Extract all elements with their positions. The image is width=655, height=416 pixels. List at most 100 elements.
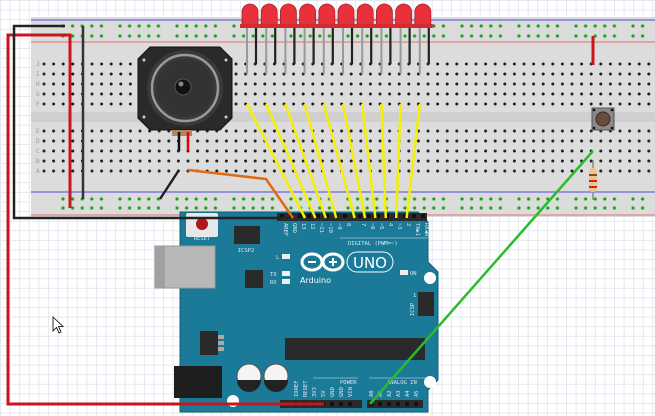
wire-led-signal[interactable] bbox=[394, 103, 402, 219]
led[interactable] bbox=[259, 3, 280, 74]
wire-led-signal[interactable] bbox=[303, 103, 338, 219]
breadboard-hole bbox=[71, 139, 75, 143]
digital-pin-socket[interactable] bbox=[280, 214, 284, 218]
rail-hole bbox=[365, 33, 370, 39]
speaker[interactable] bbox=[137, 46, 233, 151]
breadboard-hole bbox=[397, 82, 401, 86]
reset-button-cap[interactable] bbox=[196, 218, 208, 230]
rail-hole bbox=[60, 196, 66, 202]
digital-pin-socket[interactable] bbox=[376, 214, 380, 218]
digital-pin-socket[interactable] bbox=[307, 214, 311, 218]
breadboard-hole bbox=[100, 102, 104, 106]
breadboard-hole bbox=[599, 139, 603, 143]
digital-pin-socket[interactable] bbox=[316, 214, 320, 218]
speaker-surround bbox=[150, 53, 220, 123]
breadboard-hole bbox=[119, 169, 123, 173]
led[interactable] bbox=[240, 3, 260, 74]
wire-led-signal[interactable] bbox=[265, 103, 317, 219]
push-button[interactable] bbox=[591, 107, 615, 131]
digital-pin-socket[interactable] bbox=[385, 214, 389, 218]
wire-button-to-a0[interactable] bbox=[369, 150, 594, 405]
breadboard-hole bbox=[445, 139, 449, 143]
digital-pin-label: ~9 bbox=[336, 223, 342, 230]
power-pin-socket[interactable] bbox=[339, 402, 343, 406]
breadboard-hole bbox=[61, 139, 65, 143]
breadboard-hole bbox=[541, 139, 545, 143]
analog-pin-socket[interactable] bbox=[414, 402, 418, 406]
led[interactable] bbox=[355, 3, 376, 74]
led[interactable] bbox=[393, 3, 414, 74]
digital-pin-label: AREF bbox=[282, 223, 288, 236]
breadboard-hole bbox=[205, 159, 209, 163]
breadboard-hole bbox=[512, 159, 516, 163]
breadboard-hole bbox=[359, 149, 363, 153]
analog-pin-socket[interactable] bbox=[378, 402, 382, 406]
digital-pin-socket[interactable] bbox=[421, 214, 425, 218]
rail-hole bbox=[545, 23, 550, 29]
wire-gnd-to-rail[interactable] bbox=[12, 24, 288, 220]
breadboard-hole bbox=[464, 139, 468, 143]
led[interactable] bbox=[374, 3, 395, 74]
analog-pin-label: A1 bbox=[378, 390, 384, 397]
breadboard-hole bbox=[464, 169, 468, 173]
digital-pin-socket[interactable] bbox=[343, 214, 347, 218]
led[interactable] bbox=[278, 3, 299, 74]
button-cap[interactable] bbox=[595, 111, 611, 127]
breadboard-hole bbox=[282, 149, 286, 153]
analog-pin-socket[interactable] bbox=[405, 402, 409, 406]
rail-hole bbox=[117, 33, 123, 39]
rail-hole bbox=[526, 196, 531, 202]
led[interactable] bbox=[412, 3, 433, 74]
power-pin-socket[interactable] bbox=[348, 402, 352, 406]
rail-hole bbox=[630, 33, 636, 39]
rail-hole bbox=[545, 205, 550, 211]
wire-led-signal[interactable] bbox=[380, 103, 388, 219]
breadboard-hole bbox=[52, 62, 56, 66]
wire-led-signal[interactable] bbox=[284, 103, 327, 219]
breadboard-hole bbox=[109, 149, 113, 153]
wire-5v-to-rail[interactable] bbox=[6, 33, 324, 406]
speaker-screw bbox=[224, 115, 228, 119]
breadboard-hole bbox=[368, 149, 372, 153]
digital-pin-socket[interactable] bbox=[298, 214, 302, 218]
rail-hole bbox=[555, 205, 560, 211]
breadboard-hole bbox=[196, 159, 200, 163]
rail-hole bbox=[516, 205, 522, 211]
digital-pin-socket[interactable] bbox=[358, 214, 362, 218]
rail-hole bbox=[146, 23, 151, 29]
wire-led-signal[interactable] bbox=[322, 103, 356, 219]
breadboard-hole bbox=[503, 102, 507, 106]
breadboard-hole bbox=[378, 92, 382, 96]
rail-hole bbox=[288, 33, 294, 39]
digital-pin-socket[interactable] bbox=[412, 214, 416, 218]
digital-pin-label: GND bbox=[291, 223, 297, 233]
breadboard-hole bbox=[397, 92, 401, 96]
analog-pin-socket[interactable] bbox=[387, 402, 391, 406]
breadboard-hole bbox=[215, 159, 219, 163]
power-pin-socket[interactable] bbox=[330, 402, 334, 406]
led[interactable] bbox=[316, 3, 337, 74]
analog-pin-label: A3 bbox=[396, 390, 402, 397]
digital-pin-socket[interactable] bbox=[403, 214, 407, 218]
breadboard-hole bbox=[272, 139, 276, 143]
rail-hole bbox=[365, 196, 370, 202]
led[interactable] bbox=[297, 3, 318, 74]
digital-pin-socket[interactable] bbox=[325, 214, 329, 218]
wire-led-signal[interactable] bbox=[405, 103, 422, 219]
breadboard-hole bbox=[311, 82, 315, 86]
wire-led-signal[interactable] bbox=[341, 103, 367, 219]
breadboard-hole bbox=[493, 159, 497, 163]
breadboard-hole bbox=[560, 102, 564, 106]
led[interactable] bbox=[336, 3, 356, 74]
breadboard-hole bbox=[196, 149, 200, 153]
wire-led-signal[interactable] bbox=[360, 103, 377, 219]
analog-pin-socket[interactable] bbox=[396, 402, 400, 406]
wire-speaker-to-pin13[interactable] bbox=[187, 168, 295, 219]
wire-led-signal[interactable] bbox=[245, 103, 307, 219]
wire-speaker-gnd[interactable] bbox=[158, 169, 181, 200]
breadboard-hole bbox=[311, 169, 315, 173]
digital-pin-socket[interactable] bbox=[367, 214, 371, 218]
breadboard-hole bbox=[340, 139, 344, 143]
breadboard-hole bbox=[157, 169, 161, 173]
rail-hole bbox=[526, 205, 531, 211]
